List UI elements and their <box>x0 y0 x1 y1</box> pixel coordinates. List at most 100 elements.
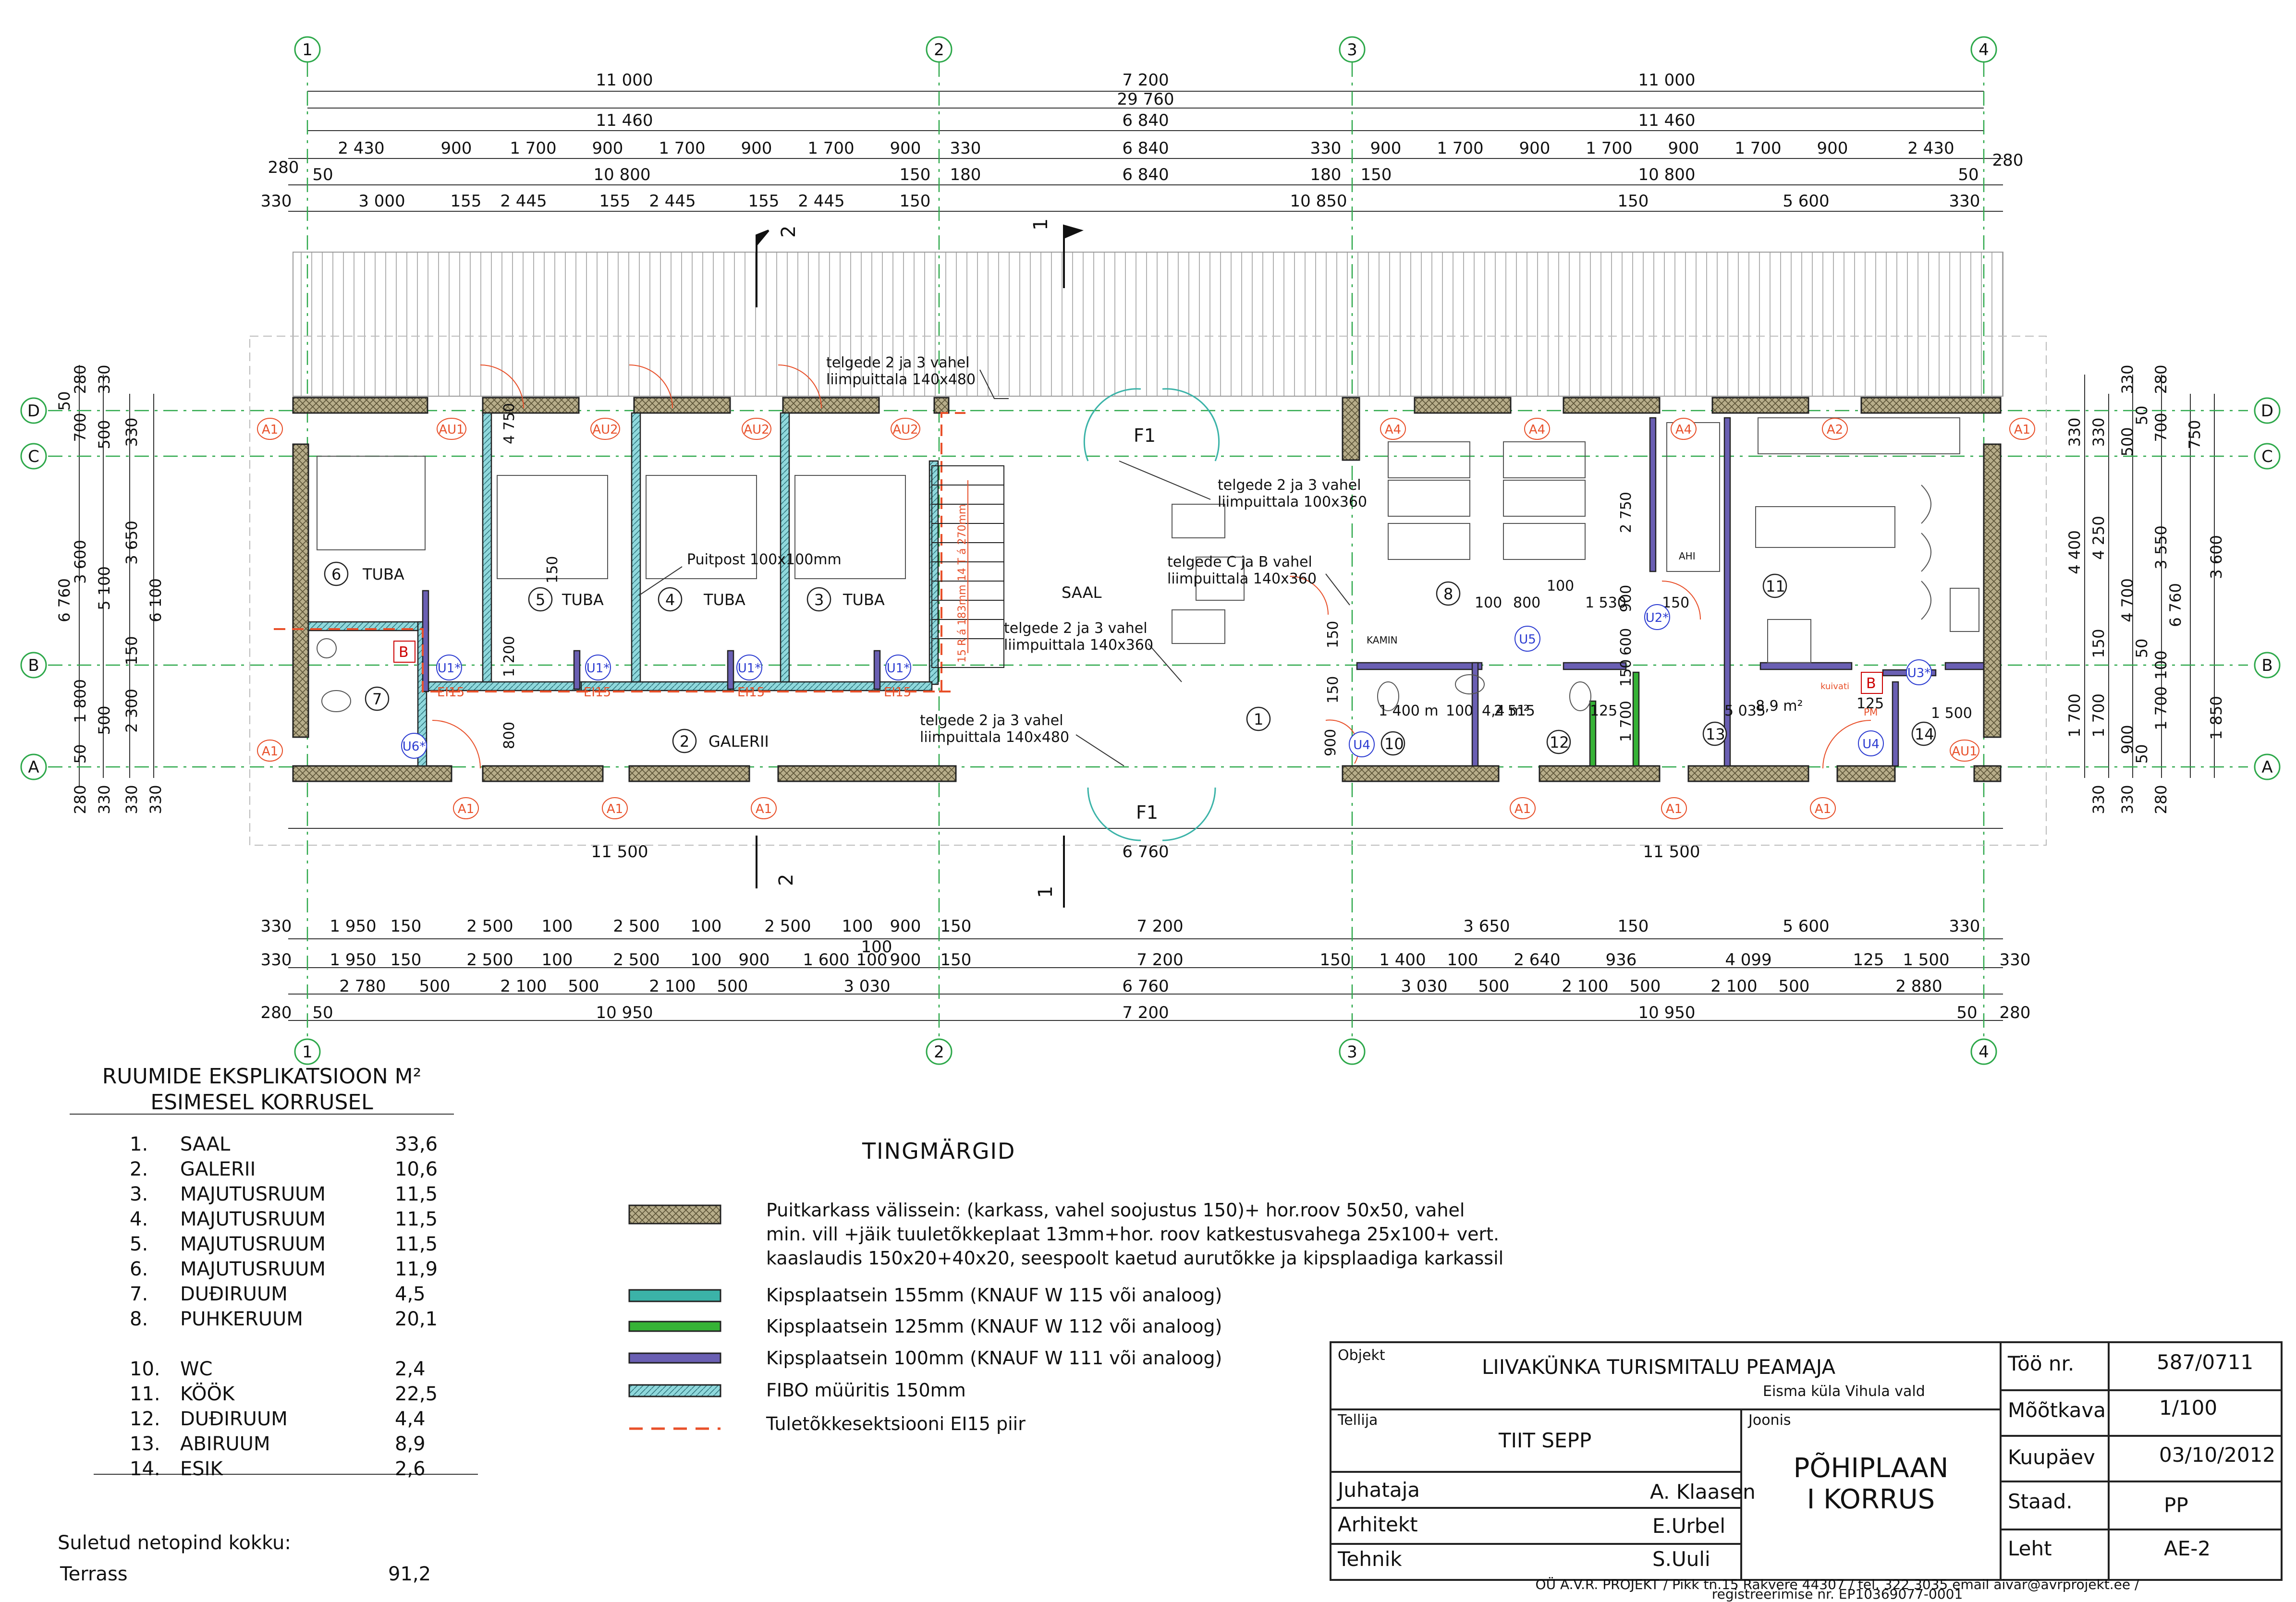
tb-leht: AE-2 <box>2164 1537 2211 1560</box>
dim-top-r3-1: 11 460 <box>596 111 653 130</box>
room-6-name: TUBA <box>362 565 404 583</box>
explication-row-no: 11. <box>130 1383 160 1405</box>
axis-label-A: A <box>28 758 39 777</box>
explication-row-area: 20,1 <box>395 1308 438 1330</box>
tb-joonis-line1: PÕHIPLAAN <box>1793 1453 1949 1484</box>
ei-3: EI15 <box>884 685 911 700</box>
explication-row-name: MAJUTUSRUUM <box>180 1258 326 1280</box>
tb-joonis-title: PÕHIPLAAN I KORRUS <box>1744 1453 1998 1515</box>
dim-bot-r1-2: 150 <box>391 917 422 936</box>
dim-bot-r3-2: 2 100 <box>500 977 547 996</box>
window-tag-b0: A1 <box>262 744 278 759</box>
explication-row-name: MAJUTUSRUUM <box>180 1208 326 1230</box>
axis-label-4-bottom: 4 <box>1978 1043 1989 1062</box>
dim-top-r6-2: 155 <box>451 192 482 211</box>
dim-top-r4-7: 1 700 <box>807 139 854 158</box>
tb-objekt: LIIVAKÜNKA TURISMITALU PEAMAJA <box>1482 1355 1836 1379</box>
room-1-no: 1 <box>1254 710 1263 728</box>
room-2-name: GALERII <box>708 732 769 751</box>
dim-top-3: 11 000 <box>1638 71 1696 90</box>
stair <box>931 465 1004 668</box>
axis-label-C: C <box>28 447 39 466</box>
door-f1-top-label: F1 <box>1134 425 1156 446</box>
dim-right-21: 1 850 <box>2207 696 2225 740</box>
room-11-no: 11 <box>1766 577 1785 595</box>
legend-item-0-line3: kaaslaudis 150x20+40x20, seespoolt kaetu… <box>766 1248 1504 1269</box>
explication-row-no: 7. <box>130 1283 148 1305</box>
dim-bot-r4-0: 280 <box>261 1003 292 1022</box>
dim-room-10: 1 400 m <box>1379 703 1439 719</box>
explication-row-name: ABIRUUM <box>180 1433 270 1455</box>
legend-item-0-line2: min. vill +jäik tuuletõkkeplaat 13mm+hor… <box>766 1224 1500 1245</box>
legend-item-0-line1: Puitkarkass välissein: (karkass, vahel s… <box>766 1200 1465 1221</box>
b-markers: B B <box>393 641 1883 694</box>
explication-row-no: 12. <box>130 1408 160 1430</box>
tb-arhitekt-label: Arhitekt <box>1338 1513 1418 1536</box>
explication-row-area: 10,6 <box>395 1158 438 1180</box>
dryer-label: kuivati <box>1820 681 1849 692</box>
inner-dim-13: 800 <box>501 722 518 749</box>
beam-note-5: telgede 2 ja 3 vahel <box>920 712 1063 729</box>
beam-note-2: telgede 2 ja 3 vahel <box>1218 477 1361 494</box>
dim-bot-r2-5: 2 500 <box>613 950 659 970</box>
door-tag-0: U1* <box>438 661 461 676</box>
dim-top-r4-18: 900 <box>1817 139 1848 158</box>
dim-left-10: 6 100 <box>147 578 165 622</box>
inner-dim-18: 125 <box>1590 703 1617 719</box>
dim-bot-r2-8: 1 600 <box>803 950 849 970</box>
dim-bot-r1-0: 330 <box>261 917 292 936</box>
dim-bot-r3-3: 500 <box>568 977 599 996</box>
explication-row-no: 6. <box>130 1258 148 1280</box>
door-tag-labels: U1* U1* U1* U1* U6* U5 U4 U2* U3* U4 <box>403 611 1931 754</box>
dim-top-r3-3: 11 460 <box>1638 111 1696 130</box>
dim-top-r4-16: 900 <box>1668 139 1699 158</box>
axis-label-1-bottom: 1 <box>302 1043 313 1062</box>
legend-item-3: Kipsplaatsein 100mm (KNAUF W 111 või ana… <box>766 1347 1222 1369</box>
post-note: Puitpost 100x100mm <box>687 551 842 568</box>
window-tag-b4: A1 <box>1514 802 1531 816</box>
explication-title-line1: RUUMIDE EKSPLIKATSIOON M² <box>102 1064 422 1089</box>
dim-top-r5-7: 10 800 <box>1638 165 1696 184</box>
tb-mootkava: 1/100 <box>2159 1396 2218 1420</box>
door-f1-bottom-label: F1 <box>1136 802 1158 823</box>
dim-bot-r2-10: 900 <box>890 950 921 970</box>
dim-top-r6-3: 2 445 <box>500 192 547 211</box>
exterior-walls <box>292 397 2002 782</box>
terrace-area: 91,2 <box>388 1563 431 1585</box>
beam-note-1: telgede 2 ja 3 vahel <box>826 354 970 371</box>
inner-dim-15: 150 <box>1325 676 1342 704</box>
dim-top-r6-9: 10 850 <box>1290 192 1347 211</box>
explication-row-no: 8. <box>130 1308 148 1330</box>
dim-bot-r3-5: 500 <box>717 977 748 996</box>
inner-dim-12: 1 200 <box>501 636 518 677</box>
door-tag-2: U1* <box>738 661 761 676</box>
inner-dim-17: 2 515 <box>1494 703 1535 719</box>
room-3-name: TUBA <box>843 591 885 609</box>
window-tag-0: A1 <box>262 423 278 437</box>
dim-bot-r4-3: 7 200 <box>1122 1003 1169 1022</box>
axis-label-2: 2 <box>934 40 944 60</box>
dim-bot-r1-4: 100 <box>542 917 573 936</box>
dim-bot-r3-13: 500 <box>1779 977 1810 996</box>
window-tag-b3: A1 <box>756 802 772 816</box>
axis-label-3: 3 <box>1347 40 1357 60</box>
legend-swatches <box>628 1204 721 1430</box>
dim-right-10: 4 700 <box>2118 578 2137 622</box>
explication-row-no: 13. <box>130 1433 160 1455</box>
axis-label-2-bottom: 2 <box>934 1043 944 1062</box>
furniture <box>317 417 1979 712</box>
room-3-no: 3 <box>814 591 824 609</box>
axis-label-4: 4 <box>1978 40 1989 60</box>
explication-row-area: 8,9 <box>395 1433 426 1455</box>
tb-too-label: Töö nr. <box>2008 1352 2075 1375</box>
window-tags-bottom <box>257 740 1979 819</box>
dim-top-r6-0: 330 <box>261 192 292 211</box>
dim-top-r4-17: 1 700 <box>1734 139 1781 158</box>
inner-dim-3: 1 530 <box>1585 595 1626 611</box>
dim-top-r4-0: 280 <box>268 158 299 177</box>
dim-right-24: 330 <box>2089 785 2108 814</box>
dim-right-9: 4 250 <box>2089 516 2108 560</box>
terrace-deck <box>293 252 2003 397</box>
door-tag-9: U4 <box>1862 737 1880 752</box>
explication-row-area: 22,5 <box>395 1383 438 1405</box>
